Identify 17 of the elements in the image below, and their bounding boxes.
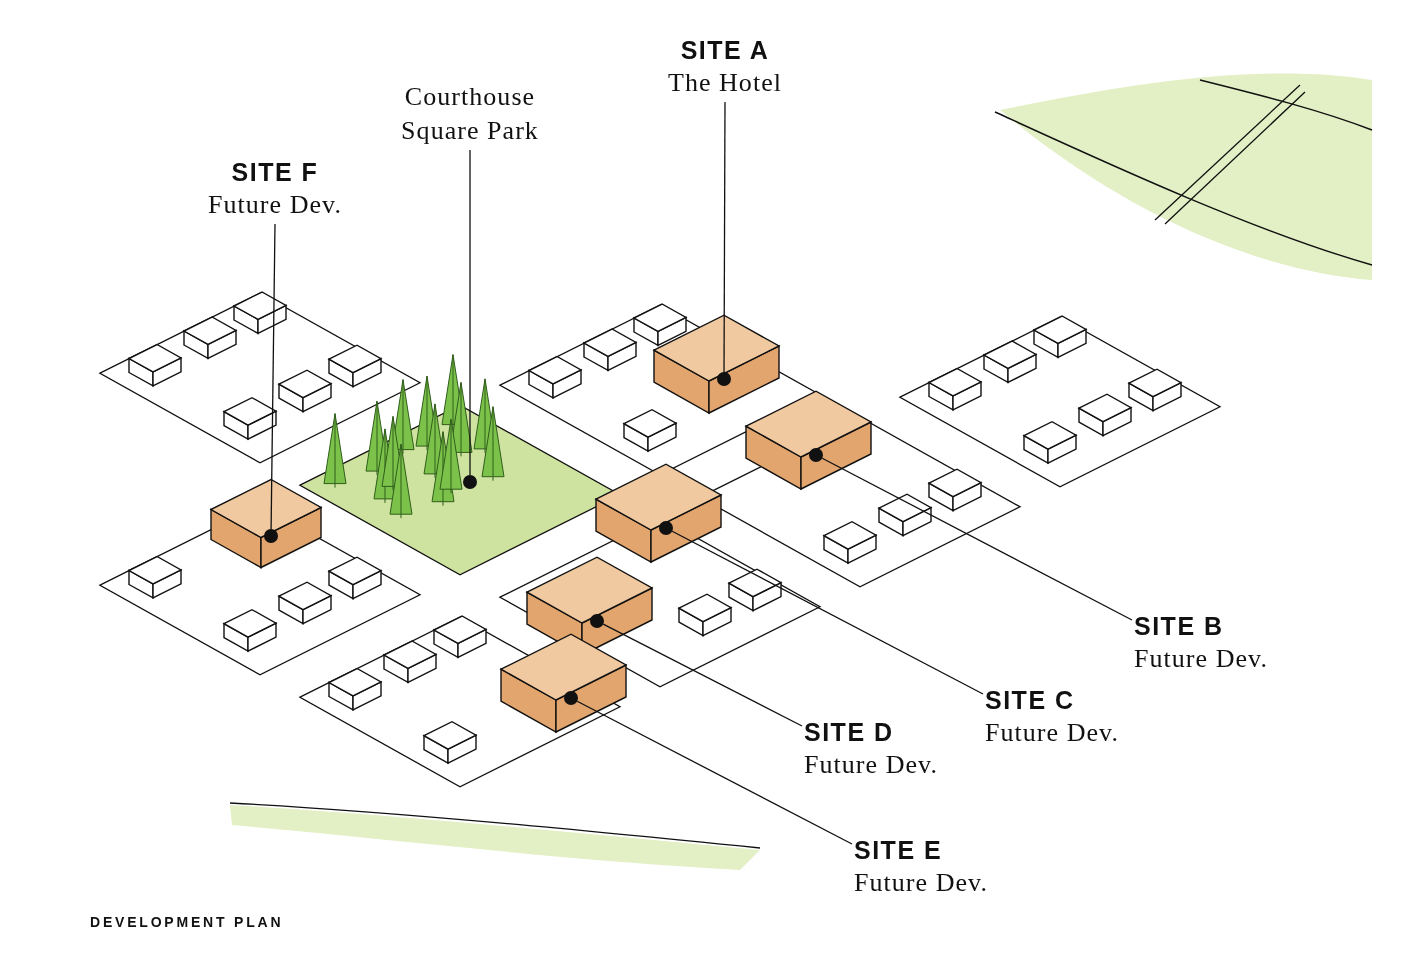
site-heading: SITE D xyxy=(804,717,894,748)
leader-line xyxy=(723,101,726,373)
plan-caption: DEVELOPMENT PLAN xyxy=(90,913,284,932)
leader-line xyxy=(469,149,471,476)
site-description: Future Dev. xyxy=(208,189,342,221)
site-description: Future Dev. xyxy=(985,717,1119,749)
site-description: The Hotel xyxy=(667,67,782,99)
site-description: Future Dev. xyxy=(1134,643,1268,675)
site-description: Future Dev. xyxy=(804,749,938,781)
site-heading: SITE A xyxy=(680,35,770,66)
site-heading: SITE E xyxy=(854,835,943,866)
site-heading: SITE F xyxy=(231,157,319,188)
site-heading: SITE B xyxy=(1134,611,1224,642)
site-heading: SITE C xyxy=(985,685,1075,716)
site-description: Future Dev. xyxy=(854,867,988,899)
site-description: Courthouse Square Park xyxy=(400,81,540,147)
leader-line xyxy=(270,223,276,530)
